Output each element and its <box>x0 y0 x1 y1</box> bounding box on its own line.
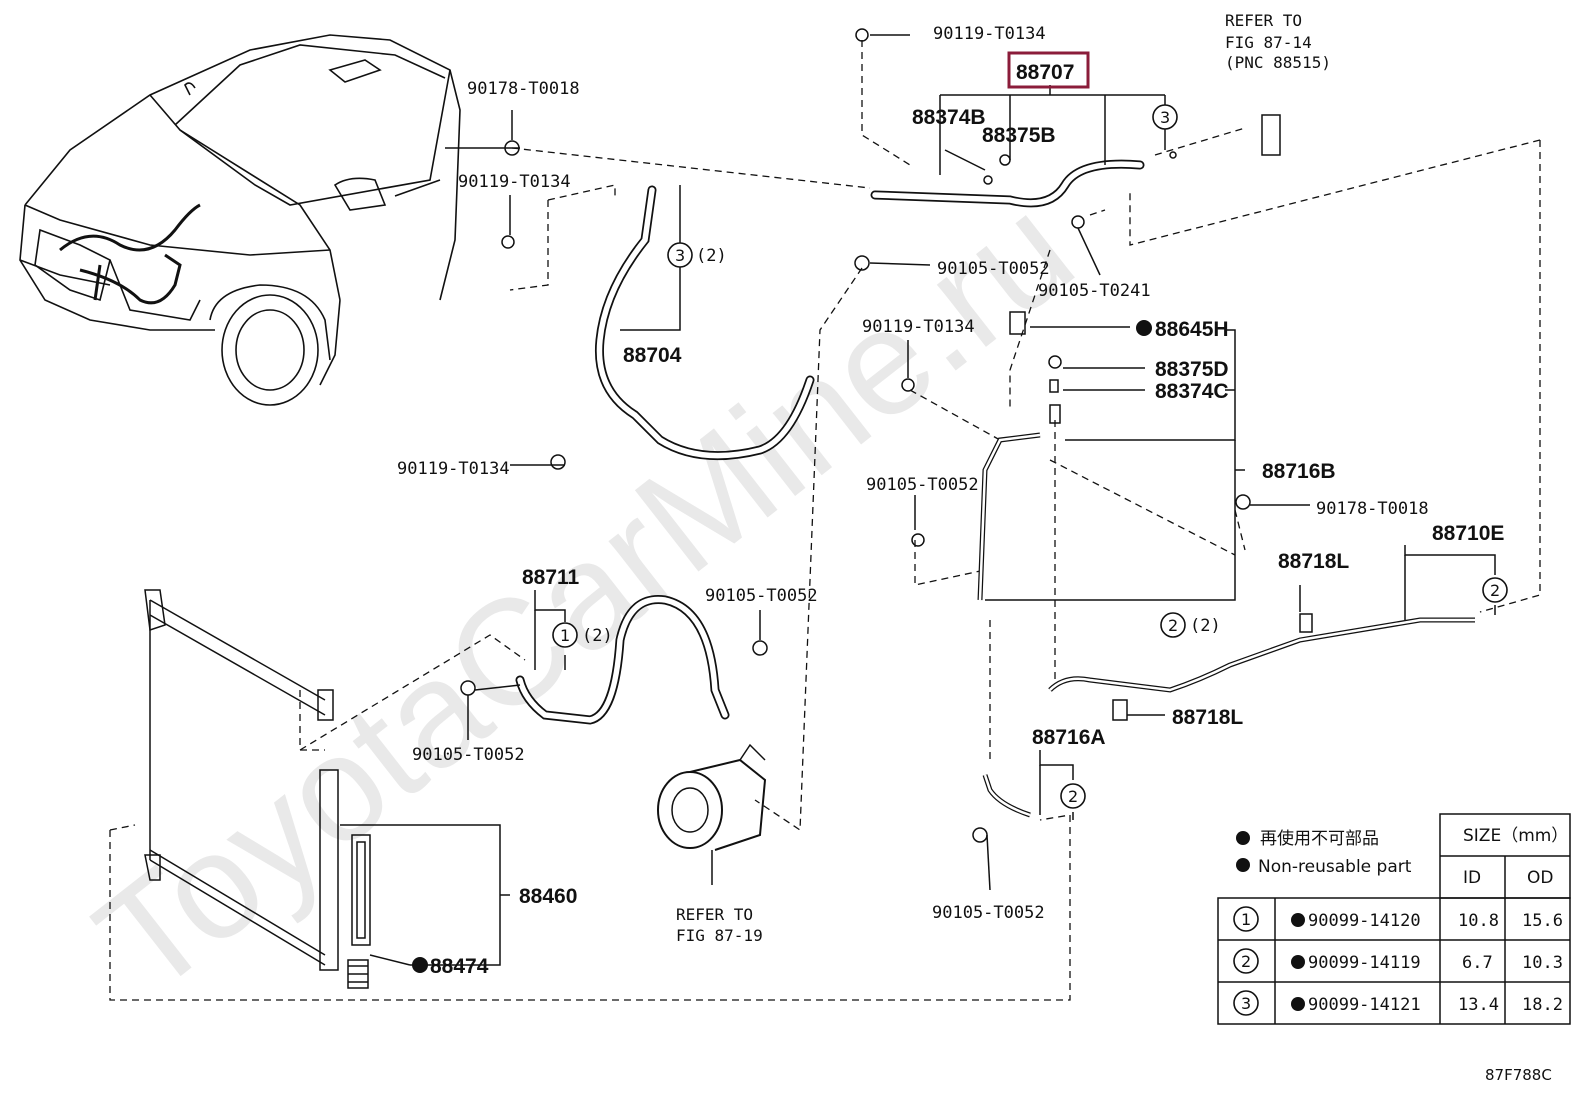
col-od-header: OD <box>1527 868 1553 888</box>
size-table: SIZE（mm） ID OD 1 90099-14120 10.8 15.6 2… <box>1217 813 1571 1025</box>
non-reusable-dot-88474 <box>412 957 428 973</box>
part-88710E[interactable]: 88710E <box>1432 522 1504 545</box>
vehicle-illustration <box>19 34 461 406</box>
row-3-part[interactable]: 90099-14121 <box>1308 995 1421 1015</box>
o-ring-callout-3-hose <box>667 242 693 268</box>
dashed-guides <box>109 40 1541 1001</box>
row-1-part[interactable]: 90099-14120 <box>1308 911 1421 931</box>
part-88718L-a[interactable]: 88718L <box>1278 550 1349 573</box>
callout-1-num: 1 <box>560 626 570 645</box>
leader-lines <box>340 34 1496 966</box>
row-1-id: 10.8 <box>1458 911 1499 931</box>
row-2-part[interactable]: 90099-14119 <box>1308 953 1421 973</box>
row-1-od: 15.6 <box>1522 911 1563 931</box>
legend-en: Non-reusable part <box>1258 857 1412 877</box>
part-90105-T0052-e[interactable]: 90105-T0052 <box>412 745 525 765</box>
row-1-dot <box>1291 913 1305 927</box>
part-90105-T0241[interactable]: 90105-T0241 <box>1038 281 1151 301</box>
part-88375D[interactable]: 88375D <box>1155 358 1229 381</box>
part-90105-T0052-f[interactable]: 90105-T0052 <box>932 903 1045 923</box>
row-3-num: 3 <box>1241 994 1251 1013</box>
o-ring-callout-1 <box>552 622 578 648</box>
row-3-dot <box>1291 997 1305 1011</box>
callout-2-bottom-num: 2 <box>1068 787 1078 806</box>
part-88716A[interactable]: 88716A <box>1032 726 1106 749</box>
o-ring-callout-2-mid <box>1160 612 1186 638</box>
row-2-id: 6.7 <box>1462 953 1493 973</box>
row-2-od: 10.3 <box>1522 953 1563 973</box>
pipes <box>515 159 1475 818</box>
diagram-code: 87F788C <box>1485 1066 1552 1084</box>
condenser <box>144 589 371 989</box>
part-88704[interactable]: 88704 <box>623 344 682 367</box>
legend-dot-en <box>1236 858 1250 872</box>
part-88711[interactable]: 88711 <box>522 566 580 589</box>
legend: 再使用不可部品 Non-reusable part SIZE（mm） ID OD… <box>1217 813 1571 1025</box>
o-ring-callout-2-right <box>1482 577 1508 603</box>
part-90119-T0134-b[interactable]: 90119-T0134 <box>458 172 571 192</box>
refer-bot-2[interactable]: FIG 87-19 <box>676 926 763 945</box>
callout-3-top-num: 3 <box>1160 108 1170 127</box>
non-reusable-dot-88645H <box>1136 320 1152 336</box>
o-ring-callout-3-top <box>1152 104 1178 130</box>
row-2-circle <box>1233 948 1259 974</box>
highlight-box <box>1007 51 1090 89</box>
watermark: ToyotaCarMine.ru <box>66 164 1102 1025</box>
part-90119-T0134-c[interactable]: 90119-T0134 <box>397 459 510 479</box>
qty-2-mid: (2) <box>1190 616 1221 636</box>
size-row-1: 1 90099-14120 10.8 15.6 <box>1233 906 1563 932</box>
part-88716B[interactable]: 88716B <box>1262 460 1336 483</box>
size-row-2: 2 90099-14119 6.7 10.3 <box>1233 948 1563 974</box>
part-90119-T0134-a[interactable]: 90119-T0134 <box>933 24 1046 44</box>
row-1-num: 1 <box>1241 910 1251 929</box>
o-ring-callout-2-bottom <box>1060 783 1086 809</box>
size-header: SIZE（mm） <box>1463 826 1568 846</box>
part-88374B[interactable]: 88374B <box>912 106 986 129</box>
legend-dot-jp <box>1236 831 1250 845</box>
callout-2-right-num: 2 <box>1490 581 1500 600</box>
row-3-id: 13.4 <box>1458 995 1499 1015</box>
refer-top-3: (PNC 88515) <box>1225 53 1331 72</box>
part-88460[interactable]: 88460 <box>519 885 577 908</box>
part-90105-T0052-c[interactable]: 90105-T0052 <box>866 475 979 495</box>
part-88707[interactable]: 88707 <box>1016 61 1074 84</box>
part-90105-T0052-d[interactable]: 90105-T0052 <box>705 586 818 606</box>
row-2-dot <box>1291 955 1305 969</box>
row-1-circle <box>1233 906 1259 932</box>
col-id-header: ID <box>1463 868 1481 888</box>
refer-bot-1: REFER TO <box>676 905 753 924</box>
part-90105-T0052-a[interactable]: 90105-T0052 <box>937 259 1050 279</box>
part-88718L-b[interactable]: 88718L <box>1172 706 1243 729</box>
row-3-od: 18.2 <box>1522 995 1563 1015</box>
refer-top-1: REFER TO <box>1225 11 1302 30</box>
qty-1: (2) <box>582 626 613 646</box>
compressor <box>657 743 767 885</box>
part-90178-T0018-b[interactable]: 90178-T0018 <box>1316 499 1429 519</box>
callout-3-hose-num: 3 <box>675 246 685 265</box>
qty-3-hose: (2) <box>696 246 727 266</box>
part-88474[interactable]: 88474 <box>430 955 489 978</box>
row-2-num: 2 <box>1241 952 1251 971</box>
row-3-circle <box>1233 990 1259 1016</box>
callout-2-mid-num: 2 <box>1168 616 1178 635</box>
legend-jp: 再使用不可部品 <box>1260 828 1379 849</box>
part-90119-T0134-d[interactable]: 90119-T0134 <box>862 317 975 337</box>
part-88645H[interactable]: 88645H <box>1155 318 1229 341</box>
part-labels: 88707 90119-T0134 REFER TO FIG 87-14 (PN… <box>397 11 1552 1084</box>
size-row-3: 3 90099-14121 13.4 18.2 <box>1233 990 1563 1016</box>
part-88374C[interactable]: 88374C <box>1155 380 1229 403</box>
refer-top-2[interactable]: FIG 87-14 <box>1225 33 1312 52</box>
part-88375B[interactable]: 88375B <box>982 124 1056 147</box>
part-90178-T0018-a[interactable]: 90178-T0018 <box>467 79 580 99</box>
